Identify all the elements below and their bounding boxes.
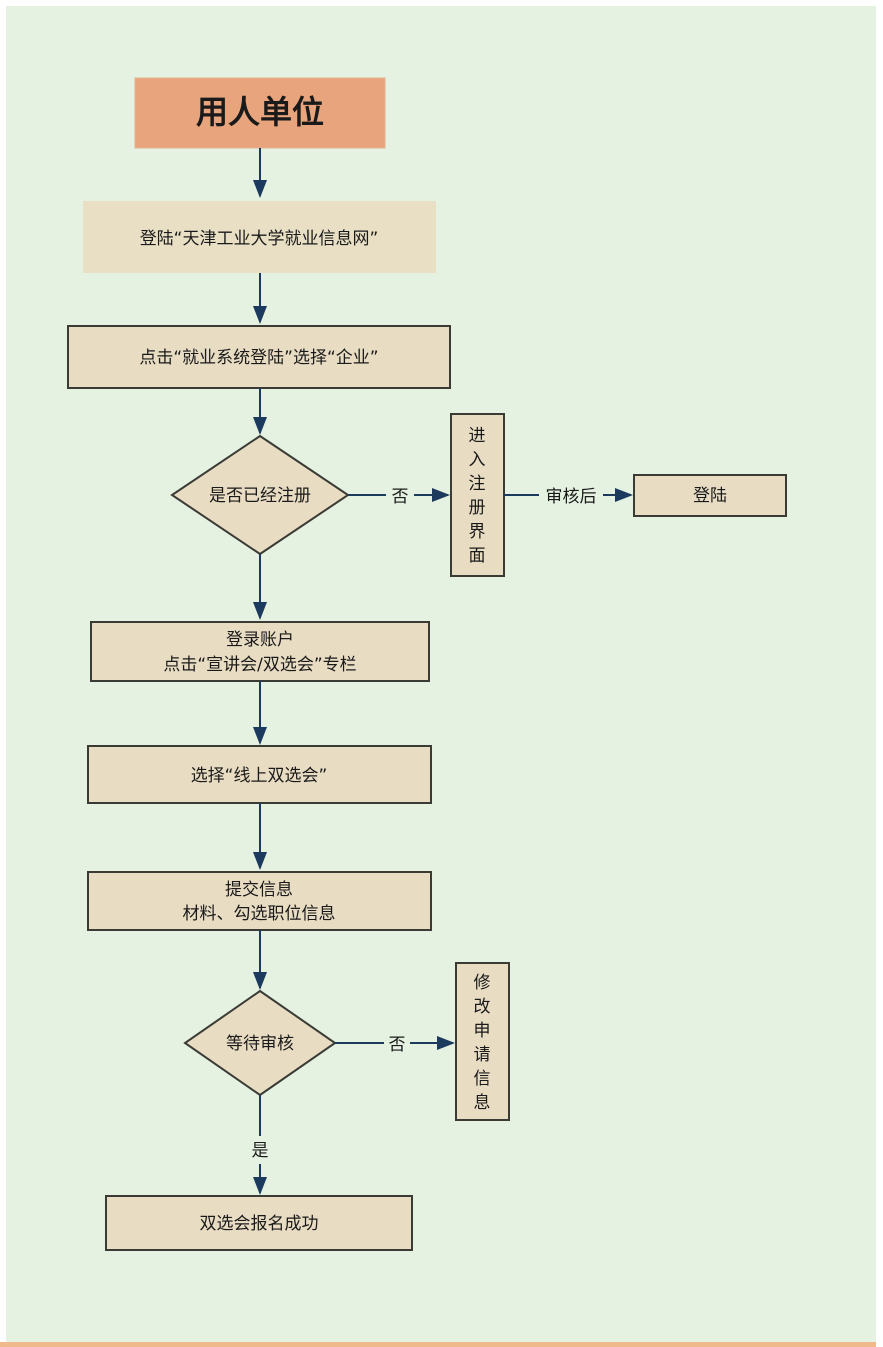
- node-modify-info-char: 息: [474, 1093, 491, 1113]
- node-modify-info-char: 修: [474, 973, 491, 993]
- edge-label-no-2: 否: [389, 1035, 406, 1055]
- node-success: 双选会报名成功: [105, 1195, 413, 1251]
- node-click-login-label: 点击“就业系统登陆”选择“企业”: [139, 348, 378, 368]
- node-wait-review-decision: 等待审核: [183, 989, 337, 1097]
- node-title: 用人单位: [134, 77, 386, 149]
- node-click-login: 点击“就业系统登陆”选择“企业”: [67, 325, 451, 389]
- node-enter-register-char: 册: [469, 498, 486, 518]
- node-login-site-label: 登陆“天津工业大学就业信息网”: [140, 229, 379, 249]
- node-login-site: 登陆“天津工业大学就业信息网”: [83, 201, 436, 273]
- node-submit-info-line-2: 材料、勾选职位信息: [183, 904, 336, 924]
- edge-label-after-review: 审核后: [546, 487, 597, 507]
- node-modify-info-char: 信: [474, 1069, 491, 1089]
- node-enter-register: 进 入 注 册 界 面: [450, 413, 505, 577]
- node-wait-review-decision-label: 等待审核: [226, 1034, 294, 1054]
- node-select-online-label: 选择“线上双选会”: [191, 766, 328, 786]
- node-modify-info-char: 申: [474, 1021, 491, 1041]
- node-enter-register-char: 入: [469, 450, 486, 470]
- edge-label-no: 否: [392, 487, 409, 507]
- bottom-accent-border: [0, 1342, 883, 1347]
- node-registered-decision-label: 是否已经注册: [209, 486, 311, 506]
- node-submit-info: 提交信息 材料、勾选职位信息: [87, 871, 432, 931]
- node-login-final: 登陆: [633, 474, 787, 517]
- node-modify-info: 修 改 申 请 信 息: [455, 962, 510, 1121]
- node-login-account-line-2: 点击“宣讲会/双选会”专栏: [163, 655, 356, 675]
- edge-label-yes: 是: [252, 1141, 269, 1161]
- node-login-final-label: 登陆: [693, 486, 727, 506]
- node-enter-register-char: 进: [469, 426, 486, 446]
- node-enter-register-char: 界: [469, 522, 486, 542]
- node-registered-decision: 是否已经注册: [170, 434, 350, 556]
- flowchart-canvas: 用人单位 登陆“天津工业大学就业信息网” 点击“就业系统登陆”选择“企业” 是否…: [6, 6, 876, 1342]
- node-login-account: 登录账户 点击“宣讲会/双选会”专栏: [90, 621, 430, 682]
- node-submit-info-line-1: 提交信息: [225, 880, 293, 900]
- node-success-label: 双选会报名成功: [200, 1214, 319, 1234]
- node-login-account-line-1: 登录账户: [226, 630, 294, 650]
- node-modify-info-char: 请: [474, 1045, 491, 1065]
- node-enter-register-char: 注: [469, 474, 486, 494]
- node-enter-register-char: 面: [469, 546, 486, 566]
- node-title-label: 用人单位: [196, 93, 324, 131]
- node-select-online: 选择“线上双选会”: [87, 745, 432, 804]
- node-modify-info-char: 改: [474, 997, 491, 1017]
- right-margin: [876, 0, 883, 1347]
